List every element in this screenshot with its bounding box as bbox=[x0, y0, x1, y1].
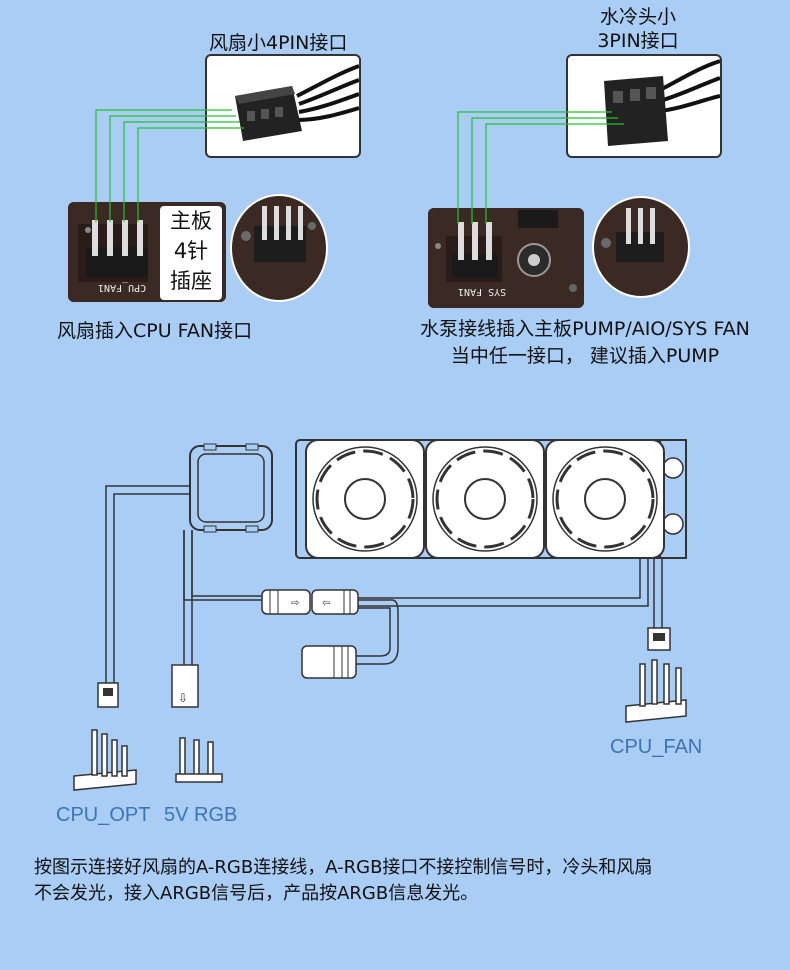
pump-caption: 水泵接线插入主板PUMP/AIO/SYS FAN 当中任一接口， 建议插入PUM… bbox=[380, 316, 790, 370]
cpu-fan-header-zoom-drawing bbox=[241, 206, 316, 262]
argb-note: 按图示连接好风扇的A-RGB连接线，A-RGB接口不接控制信号时，冷头和风扇 不… bbox=[34, 855, 652, 907]
rgb-5v-label: 5V RGB bbox=[164, 804, 238, 826]
cpu-fan-label: CPU_FAN bbox=[610, 736, 703, 758]
pump-head bbox=[189, 443, 273, 533]
cpu-opt-header-icon bbox=[73, 729, 137, 791]
green-pin-mapping-lines bbox=[95, 109, 624, 224]
pump-3pin-connector-drawing bbox=[604, 59, 720, 146]
cable-lines bbox=[105, 485, 663, 683]
pump-caption-line1: 水泵接线插入主板PUMP/AIO/SYS FAN bbox=[420, 318, 750, 340]
svg-text:⇨: ⇨ bbox=[291, 598, 299, 609]
argb-note-line1: 按图示连接好风扇的A-RGB连接线，A-RGB接口不接控制信号时，冷头和风扇 bbox=[34, 857, 653, 878]
argb-extension-connector bbox=[301, 645, 357, 679]
fan-3 bbox=[545, 439, 665, 559]
badge-line2: 4针 bbox=[173, 239, 209, 263]
cpu-fan-caption: 风扇插入CPU FAN接口 bbox=[57, 320, 253, 342]
fan-4pin-connector-drawing bbox=[235, 64, 359, 141]
pump-3pin-title-line1: 水冷头小 bbox=[599, 6, 676, 28]
sys-fan-header-drawing bbox=[428, 208, 584, 308]
pump-caption-line2: 当中任一接口， 建议插入PUMP bbox=[450, 345, 720, 367]
sys-fan-header-zoom-drawing bbox=[601, 208, 664, 262]
cpu-fan-plug bbox=[647, 627, 671, 651]
pump-3pin-connector-photo bbox=[566, 54, 722, 158]
svg-text:⇦: ⇦ bbox=[322, 598, 330, 609]
cpu-fan-header-zoom-circle bbox=[230, 194, 328, 302]
cpu-opt-plug bbox=[97, 682, 119, 708]
motherboard-sys-fan-header-photo: SYS FAN1 bbox=[428, 208, 584, 308]
svg-text:⇩: ⇩ bbox=[178, 691, 188, 705]
cpu-opt-label: CPU_OPT bbox=[56, 804, 151, 826]
cpu-fan-header-icon bbox=[625, 659, 687, 723]
rgb-5v-header-icon bbox=[175, 737, 223, 783]
fan-1 bbox=[305, 439, 425, 559]
fan-4pin-connector-photo bbox=[205, 54, 361, 158]
fan-4pin-title: 风扇小4PIN接口 bbox=[209, 32, 348, 54]
sys-fan-header-zoom-circle bbox=[592, 196, 690, 298]
argb-connector-pair: ⇨ ⇦ bbox=[261, 589, 359, 615]
argb-note-line2: 不会发光，接入ARGB信号后，产品按ARGB信息发光。 bbox=[34, 883, 479, 904]
badge-line1: 主板 bbox=[170, 209, 212, 233]
rgb-5v-plug: ⇩ bbox=[171, 664, 199, 708]
header-4pin-badge: 主板 4针 插座 bbox=[160, 206, 222, 300]
pump-3pin-title: 水冷头小 3PIN接口 bbox=[588, 5, 688, 53]
fan-2 bbox=[425, 439, 545, 559]
pump-3pin-title-line2: 3PIN接口 bbox=[597, 30, 679, 52]
badge-line3: 插座 bbox=[170, 269, 212, 293]
